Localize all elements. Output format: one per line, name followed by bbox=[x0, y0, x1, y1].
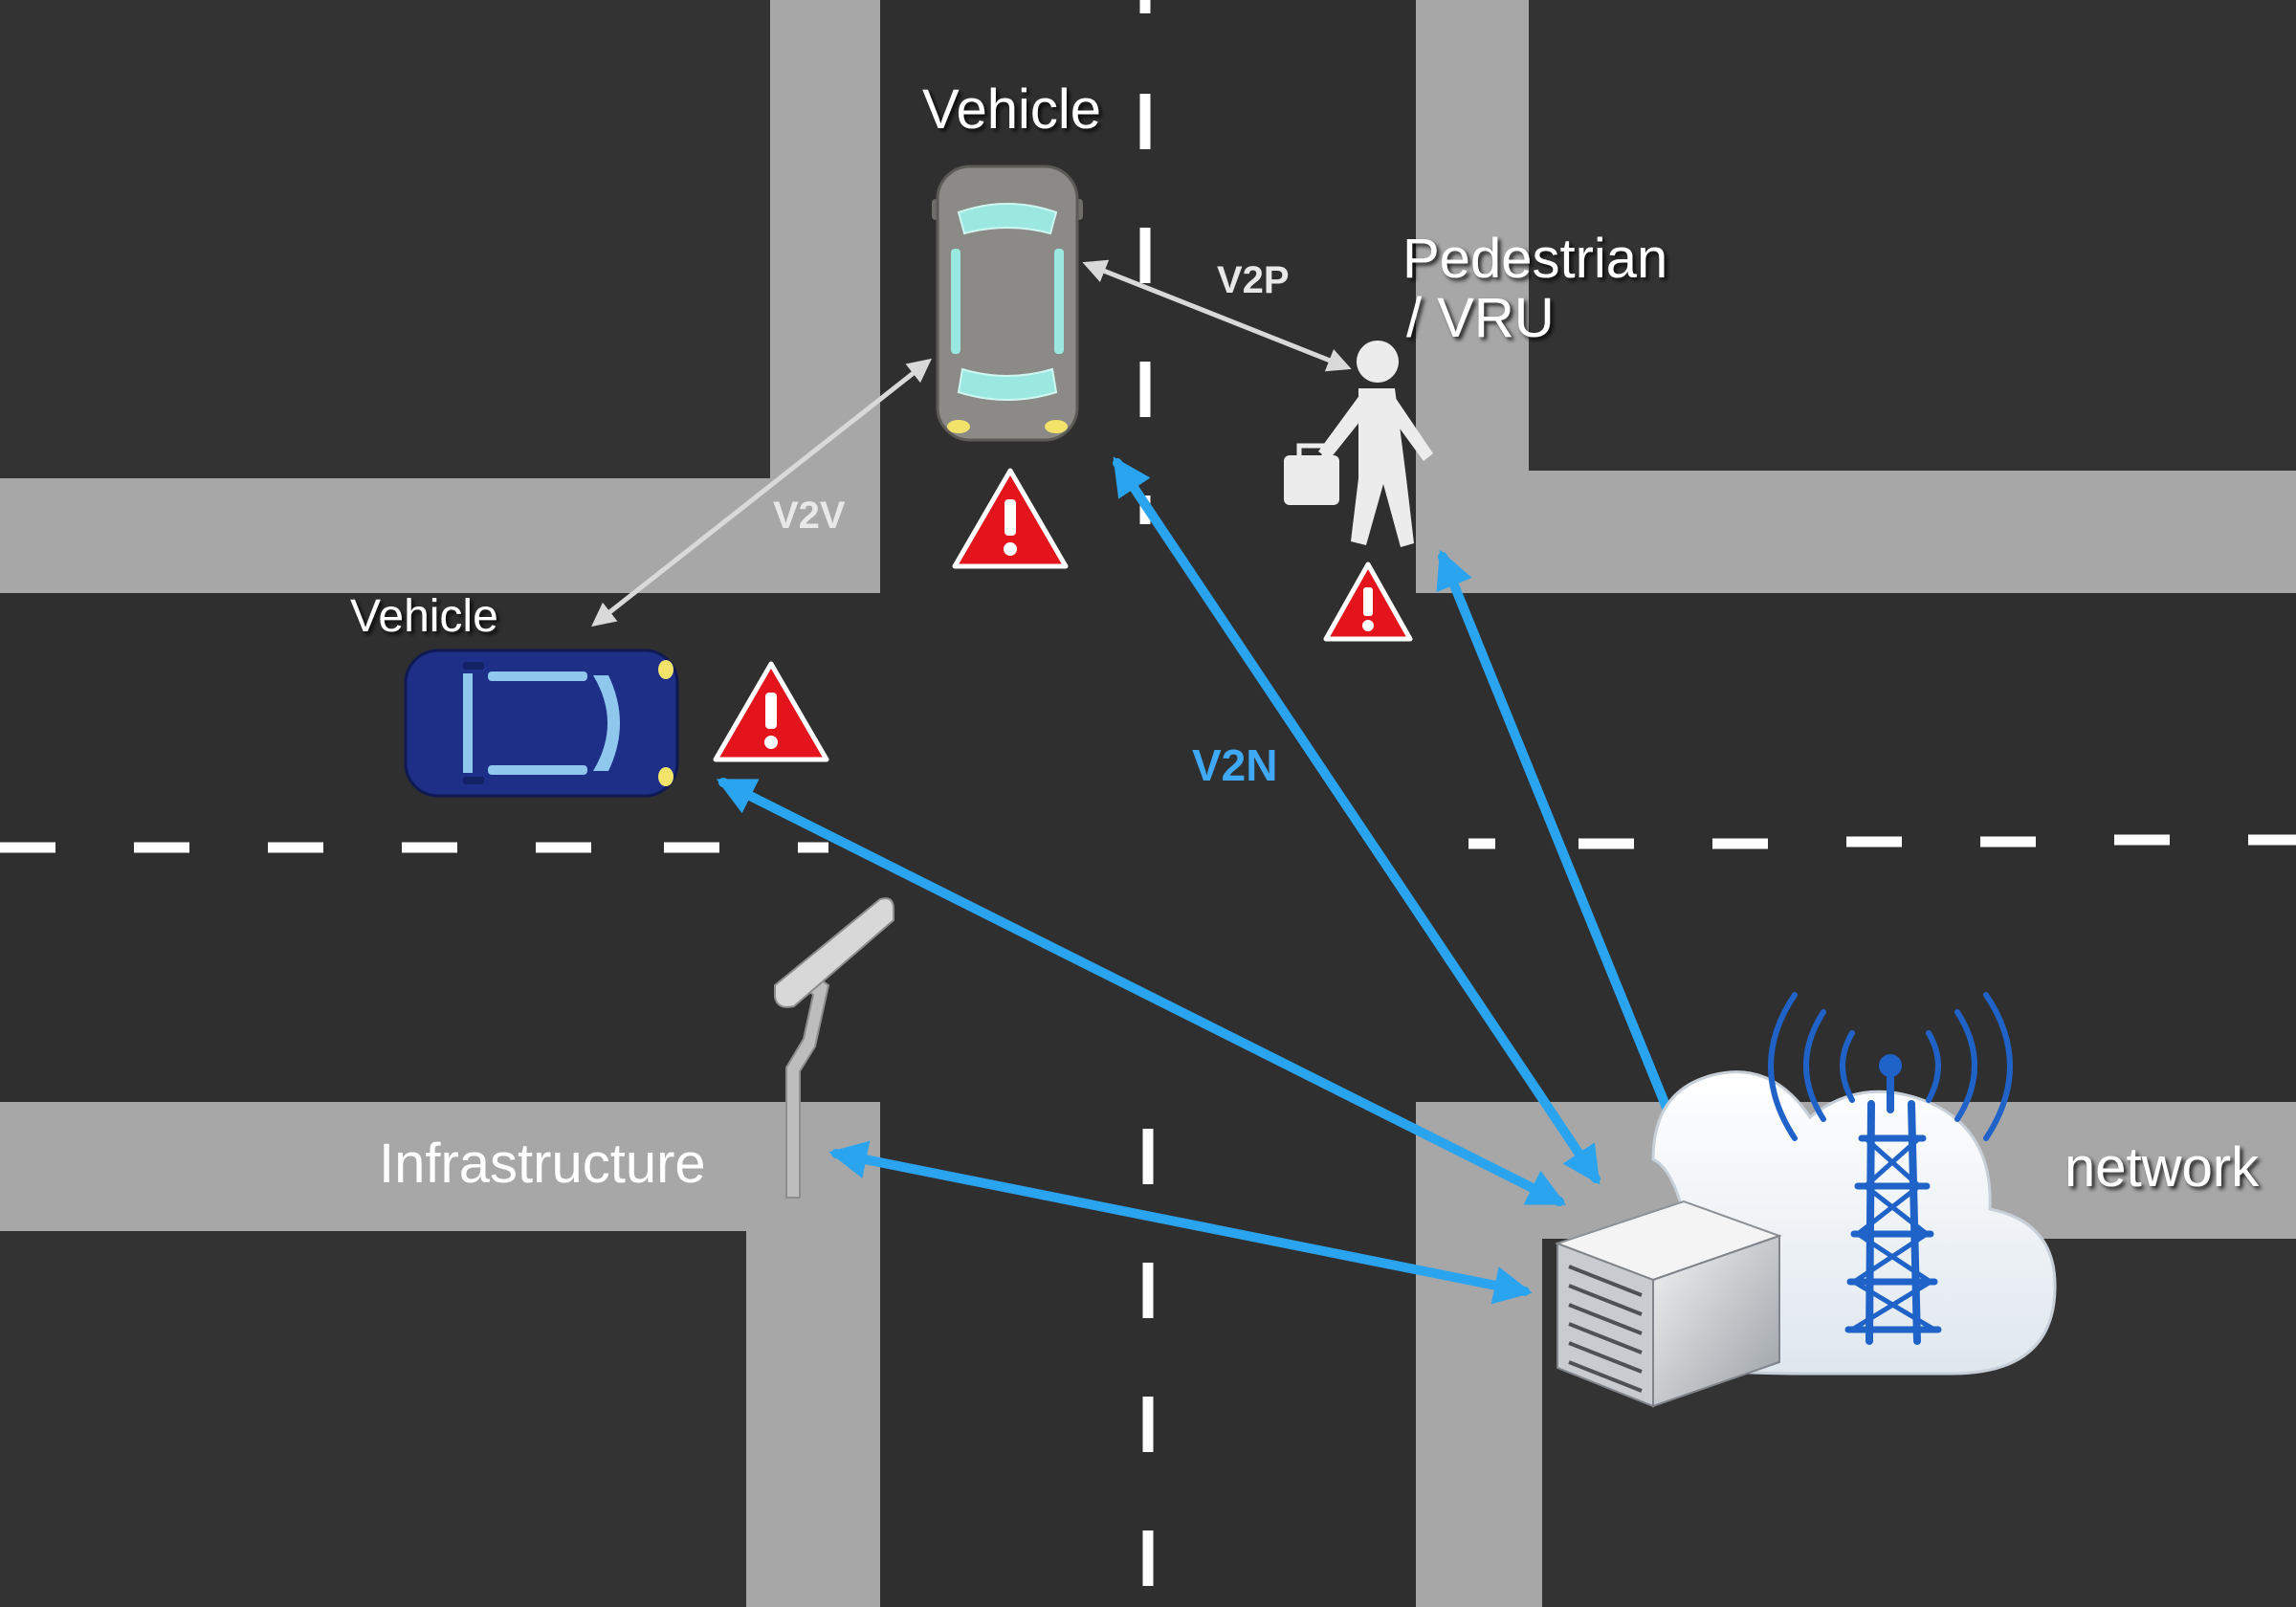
v2n-link-infrastructure bbox=[828, 1140, 1533, 1305]
v2v-label: V2V bbox=[773, 495, 846, 537]
pedestrian-label-line2: / VRU bbox=[1406, 287, 1555, 349]
infrastructure: Infrastructure bbox=[379, 897, 894, 1199]
pedestrian-label-line1: Pedestrian bbox=[1402, 228, 1667, 290]
vehicle-left-label: Vehicle bbox=[350, 591, 498, 642]
v2n-link-pedestrian bbox=[1436, 549, 1698, 1177]
vehicle-left: Vehicle bbox=[350, 591, 679, 798]
warnings bbox=[713, 468, 1413, 762]
warning-icon bbox=[713, 661, 829, 762]
network-label: network bbox=[2064, 1136, 2260, 1199]
v2p-label: V2P bbox=[1217, 259, 1290, 301]
pedestrian-icon bbox=[1284, 341, 1433, 547]
vehicle-top-label: Vehicle bbox=[922, 78, 1101, 141]
car-icon bbox=[932, 165, 1083, 442]
block-top-right bbox=[1529, 0, 2296, 471]
local-links bbox=[591, 259, 1352, 627]
v2p-link bbox=[1082, 259, 1352, 372]
v2v-link bbox=[591, 358, 932, 627]
v2n-label: V2N bbox=[1192, 740, 1277, 790]
network: network bbox=[1555, 992, 2260, 1408]
block-top-left bbox=[0, 0, 770, 478]
v2n-link-vehicle-left bbox=[716, 778, 1567, 1206]
server-icon bbox=[1555, 1200, 1782, 1408]
cell-tower-icon bbox=[1768, 992, 2013, 1345]
street-light-icon bbox=[774, 897, 894, 1199]
pedestrian: Pedestrian / VRU bbox=[1284, 228, 1667, 547]
warning-icon bbox=[1323, 561, 1413, 642]
vehicle-top: Vehicle bbox=[922, 78, 1101, 442]
car-icon bbox=[404, 649, 679, 798]
block-bottom-left bbox=[0, 1231, 746, 1607]
infrastructure-label: Infrastructure bbox=[379, 1133, 706, 1195]
v2n-links bbox=[716, 456, 1698, 1305]
warning-icon bbox=[952, 468, 1069, 569]
